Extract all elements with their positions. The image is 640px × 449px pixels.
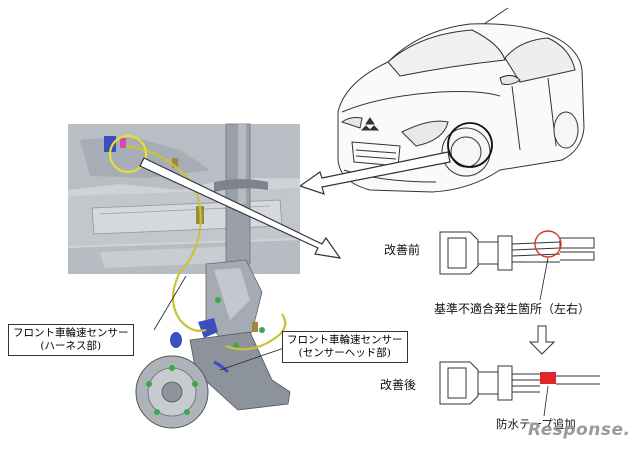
connector-before — [439, 231, 595, 275]
defect-leader — [539, 257, 549, 301]
suspension-render — [68, 123, 300, 429]
watermark-logo: Response. — [528, 420, 631, 440]
improvement-arrow — [528, 325, 556, 355]
callout-harness-line2: (ハーネス部) — [40, 340, 102, 352]
callout-sensor-head-line2: (センサーヘッド部) — [298, 347, 391, 359]
sensor-head-leader — [219, 345, 291, 371]
label-waterproof-tape: 防水テープ追加 — [496, 417, 576, 431]
callout-sensor-head: フロント車輪速センサー (センサーヘッド部) — [282, 331, 408, 363]
harness-leader — [153, 275, 187, 331]
connector-highlight-circle — [108, 134, 148, 174]
callout-harness: フロント車輪速センサー (ハーネス部) — [8, 324, 134, 356]
pointer-arrow-connector — [139, 157, 342, 259]
label-after: 改善後 — [380, 378, 417, 392]
sensor-wire — [225, 313, 287, 351]
defect-circle — [534, 230, 562, 258]
harness-wire — [125, 144, 207, 332]
tape-leader — [543, 385, 549, 417]
callout-sensor-head-line1: フロント車輪速センサー — [287, 334, 403, 346]
callout-harness-line1: フロント車輪速センサー — [13, 327, 129, 339]
car-illustration — [337, 7, 585, 193]
connector-after — [439, 361, 600, 405]
waterproof-tape — [540, 372, 556, 384]
label-defect-location: 基準不適合発生箇所（左右） — [434, 302, 591, 316]
pointer-arrow-car — [298, 151, 451, 195]
label-before: 改善前 — [384, 243, 421, 257]
